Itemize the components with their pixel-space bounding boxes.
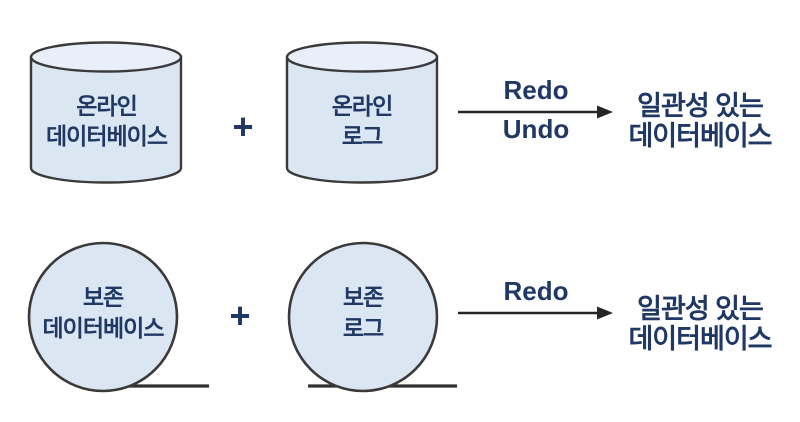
online-database-label-line1: 온라인 [76, 93, 137, 119]
consistent-database-bottom-line2: 데이터베이스 [628, 324, 772, 354]
redo-undo-arrow [458, 105, 613, 119]
redo-label-top: Redo [503, 75, 569, 105]
archive-log-label: 보존 로그 [285, 282, 441, 344]
plus-sign-top: + [232, 106, 254, 147]
redo-arrow [458, 306, 613, 320]
plus-sign-bottom: + [229, 295, 251, 336]
tape-reel-icon [287, 241, 439, 393]
archive-log-label-line1: 보존 [342, 284, 384, 310]
redo-label-bottom: Redo [503, 276, 569, 306]
log-cylinder-icon [285, 41, 439, 184]
consistent-database-top-line1: 일관성 있는 [637, 91, 764, 121]
archive-database-label-line2: 데이터베이스 [42, 315, 165, 341]
tape-reel-icon [27, 241, 179, 393]
online-database-label: 온라인 데이터베이스 [28, 91, 185, 151]
online-log-label-line1: 온라인 [331, 93, 393, 119]
undo-label-top: Undo [502, 114, 570, 144]
consistent-database-label-bottom: 일관성 있는 데이터베이스 [610, 294, 790, 354]
archive-log-label-line2: 로그 [342, 315, 384, 341]
database-cylinder-icon [29, 41, 183, 184]
consistent-database-top-line2: 데이터베이스 [628, 121, 772, 151]
consistent-database-label-top: 일관성 있는 데이터베이스 [610, 91, 790, 151]
online-log-label-line2: 로그 [341, 123, 383, 149]
archive-database-label-line1: 보존 [82, 284, 124, 310]
online-database-label-line2: 데이터베이스 [46, 123, 168, 149]
online-log-label: 온라인 로그 [284, 91, 440, 151]
consistent-database-bottom-line1: 일관성 있는 [637, 294, 764, 324]
archive-database-label: 보존 데이터베이스 [25, 282, 181, 344]
